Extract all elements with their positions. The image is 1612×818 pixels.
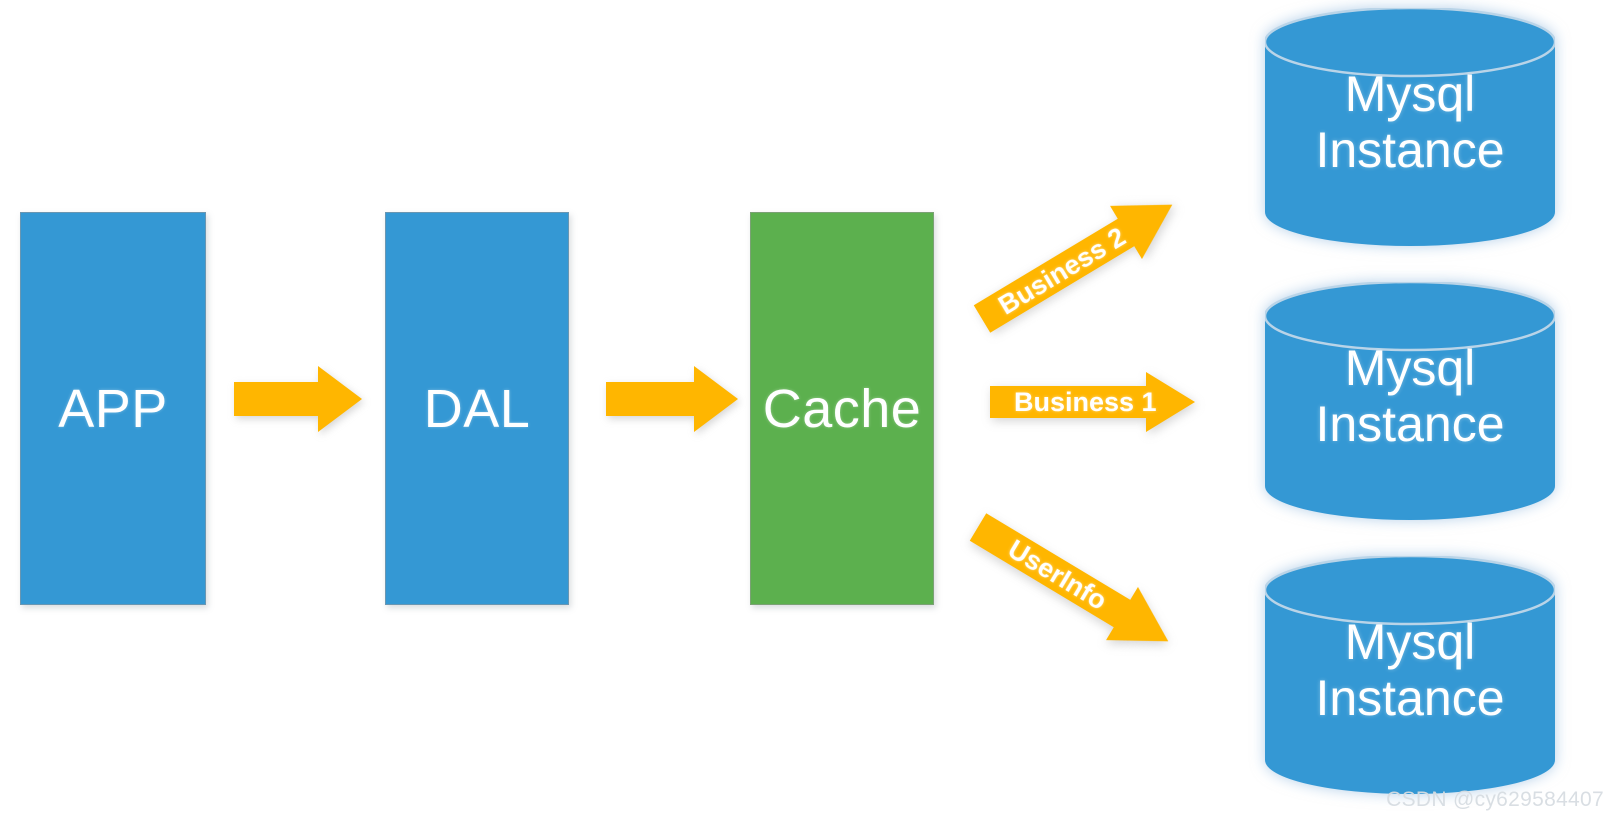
database-mysql-3[interactable]: Mysql Instance xyxy=(1263,554,1557,794)
watermark-text: CSDN @cy629584407 xyxy=(1386,788,1604,811)
userinfo-arrow-icon xyxy=(969,513,1169,642)
database-cylinder-icon xyxy=(1263,6,1557,246)
connector-dal-to-cache-arrow-icon xyxy=(606,366,738,432)
node-cache-label: Cache xyxy=(762,378,922,439)
database-mysql-1[interactable]: Mysql Instance xyxy=(1263,6,1557,246)
business-1-arrow-icon xyxy=(990,372,1195,432)
node-cache[interactable]: Cache xyxy=(750,212,934,605)
connector-business-2[interactable]: Business 2 xyxy=(966,178,1188,345)
node-app-label: APP xyxy=(58,378,168,439)
database-mysql-2[interactable]: Mysql Instance xyxy=(1263,280,1557,520)
node-dal-label: DAL xyxy=(423,378,531,439)
connector-business-1[interactable]: Business 1 xyxy=(990,372,1195,432)
database-cylinder-icon xyxy=(1263,280,1557,520)
connector-userinfo[interactable]: UserInfo xyxy=(962,500,1184,667)
connector-app-to-dal-arrow-icon xyxy=(234,366,362,432)
database-cylinder-icon xyxy=(1263,554,1557,794)
business-2-arrow-icon xyxy=(973,204,1173,333)
node-dal[interactable]: DAL xyxy=(385,212,569,605)
node-app[interactable]: APP xyxy=(20,212,206,605)
